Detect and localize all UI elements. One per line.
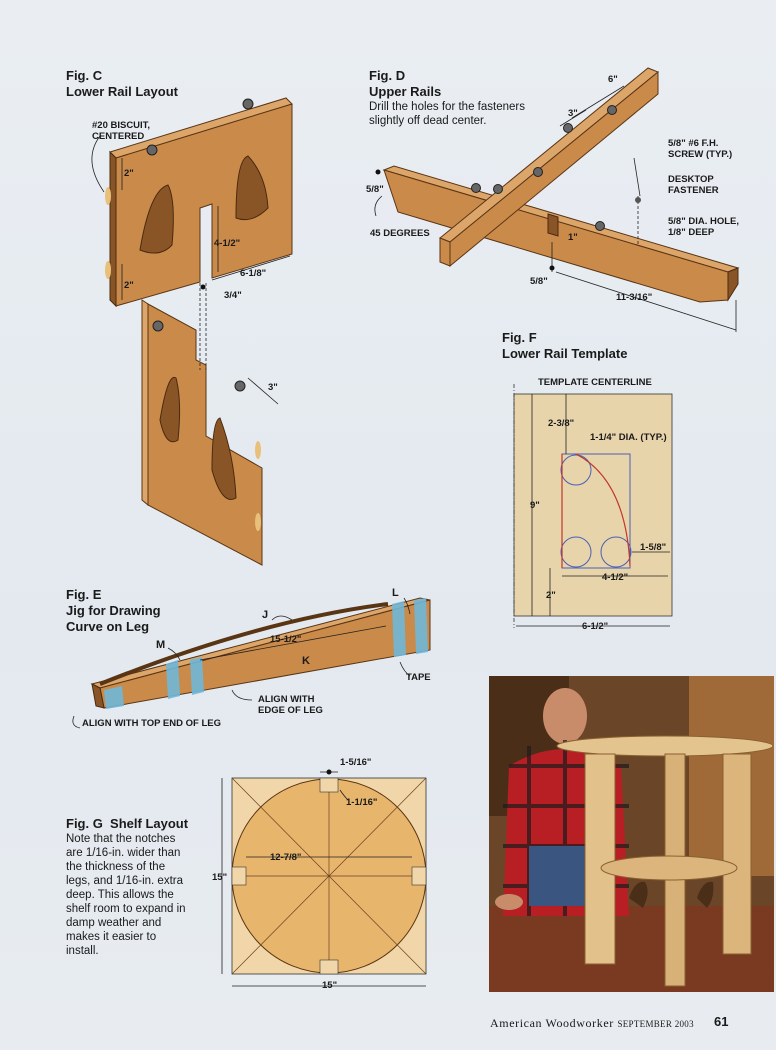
footer-magazine-name: American Woodworker <box>490 1016 614 1030</box>
fig-e-subtitle-line2: Curve on Leg <box>66 619 150 634</box>
fig-f-label-6-1-2: 6-1/2" <box>582 621 609 632</box>
fig-f-label-diameter: 1-1/4" DIA. (TYP.) <box>590 432 667 443</box>
fig-f-label-centerline: TEMPLATE CENTERLINE <box>538 377 652 388</box>
fig-c-label-3-4: 3/4" <box>224 290 242 301</box>
photo-man-with-table <box>489 676 774 992</box>
fig-e-label-tape: TAPE <box>406 672 431 683</box>
fig-d-label-fastener1: DESKTOP <box>668 174 714 185</box>
fig-e-label-j: J <box>262 609 269 621</box>
fig-d-label-fastener2: FASTENER <box>668 185 719 196</box>
fig-c-label-centered: CENTERED <box>92 131 145 142</box>
fig-e-label-align-edge2: EDGE OF LEG <box>258 705 323 716</box>
fig-c-label-2in-top: 2" <box>124 168 134 179</box>
fig-c-label-biscuit: #20 BISCUIT, <box>92 120 151 131</box>
fig-e-label-m: M <box>156 639 166 651</box>
footer-magazine: American Woodworker SEPTEMBER 2003 <box>490 1016 694 1031</box>
fig-d-title: Fig. D <box>369 68 406 83</box>
fig-g-label-1-1-16: 1-1/16" <box>346 797 378 808</box>
fig-e-subtitle-line1: Jig for Drawing <box>66 603 161 618</box>
fig-d-subtitle: Upper Rails <box>369 84 442 99</box>
fig-g-desc-4: deep. This allows the <box>66 889 174 901</box>
fig-c-title: Fig. C <box>66 68 103 83</box>
fig-g-label-12-7-8: 12-7/8" <box>270 852 302 863</box>
fig-d-label-3in: 3" <box>568 108 578 119</box>
fig-g-desc-6: damp weather and <box>66 917 162 929</box>
fig-c-label-6-1-8: 6-1/8" <box>240 268 267 279</box>
fig-e-label-15-1-2: 15-1/2" <box>270 634 302 645</box>
fig-g-caption: Fig. G Shelf Layout Note that the notche… <box>66 816 206 958</box>
fig-d-label-screw2: SCREW (TYP.) <box>668 149 733 160</box>
fig-g-title: Fig. G Shelf Layout <box>66 816 189 831</box>
fig-d-label-screw1: 5/8" #6 F.H. <box>668 138 719 149</box>
fig-c-label-3in: 3" <box>268 382 278 393</box>
fig-g-desc-3: legs, and 1/16-in. extra <box>66 875 183 887</box>
fig-d-label-11-3-16: 11-3/16" <box>616 292 653 303</box>
fig-e-label-align-top: ALIGN WITH TOP END OF LEG <box>82 718 221 729</box>
fig-d-label-1in: 1" <box>568 232 578 243</box>
fig-d-desc-line2: slightly off dead center. <box>369 115 487 127</box>
fig-d-label-5-8-bottom: 5/8" <box>530 276 548 287</box>
fig-g-label-1-5-16: 1-5/16" <box>340 757 372 768</box>
fig-f-label-2-3-8: 2-3/8" <box>548 418 575 429</box>
fig-f-label-1-5-8: 1-5/8" <box>640 542 667 553</box>
fig-g-desc-2: the thickness of the <box>66 861 166 873</box>
fig-e-caption: Fig. E Jig for Drawing Curve on Leg <box>66 587 161 635</box>
fig-e-label-l: L <box>392 587 399 599</box>
fig-d-label-45deg: 45 DEGREES <box>370 228 430 239</box>
fig-f-label-2in: 2" <box>546 590 556 601</box>
fig-d-desc-line1: Drill the holes for the fasteners <box>369 101 525 113</box>
fig-e-label-align-edge1: ALIGN WITH <box>258 694 315 705</box>
fig-f-label-4-1-2: 4-1/2" <box>602 572 629 583</box>
fig-f-title: Fig. F <box>502 330 537 345</box>
page-number: 61 <box>714 1014 729 1029</box>
fig-c-subtitle: Lower Rail Layout <box>66 84 178 99</box>
fig-c-label-2in-bottom: 2" <box>124 280 134 291</box>
fig-c-caption: Fig. C Lower Rail Layout <box>66 68 178 100</box>
fig-e-label-k: K <box>302 655 310 667</box>
fig-d-label-6in: 6" <box>608 74 618 85</box>
fig-g-desc-0: Note that the notches <box>66 833 176 845</box>
fig-g-desc-5: shelf room to expand in <box>66 903 186 915</box>
fig-g-label-15-bottom: 15" <box>322 980 338 991</box>
fig-d-label-hole1: 5/8" DIA. HOLE, <box>668 216 740 227</box>
fig-g-desc-8: install. <box>66 945 99 957</box>
fig-f-label-9in: 9" <box>530 500 540 511</box>
fig-c-label-4-1-2: 4-1/2" <box>214 238 241 249</box>
fig-g-desc-7: makes it easier to <box>66 931 157 943</box>
footer-issue: SEPTEMBER 2003 <box>617 1019 694 1029</box>
fig-e-title: Fig. E <box>66 587 102 602</box>
fig-g-desc-1: are 1/16-in. wider than <box>66 847 181 859</box>
fig-f-caption: Fig. F Lower Rail Template <box>502 330 627 362</box>
fig-d-label-hole2: 1/8" DEEP <box>668 227 715 238</box>
fig-f-subtitle: Lower Rail Template <box>502 346 628 361</box>
fig-g-label-15-side: 15" <box>212 872 228 883</box>
fig-d-caption: Fig. D Upper Rails Drill the holes for t… <box>369 68 525 128</box>
fig-d-label-5-8-left: 5/8" <box>366 184 384 195</box>
